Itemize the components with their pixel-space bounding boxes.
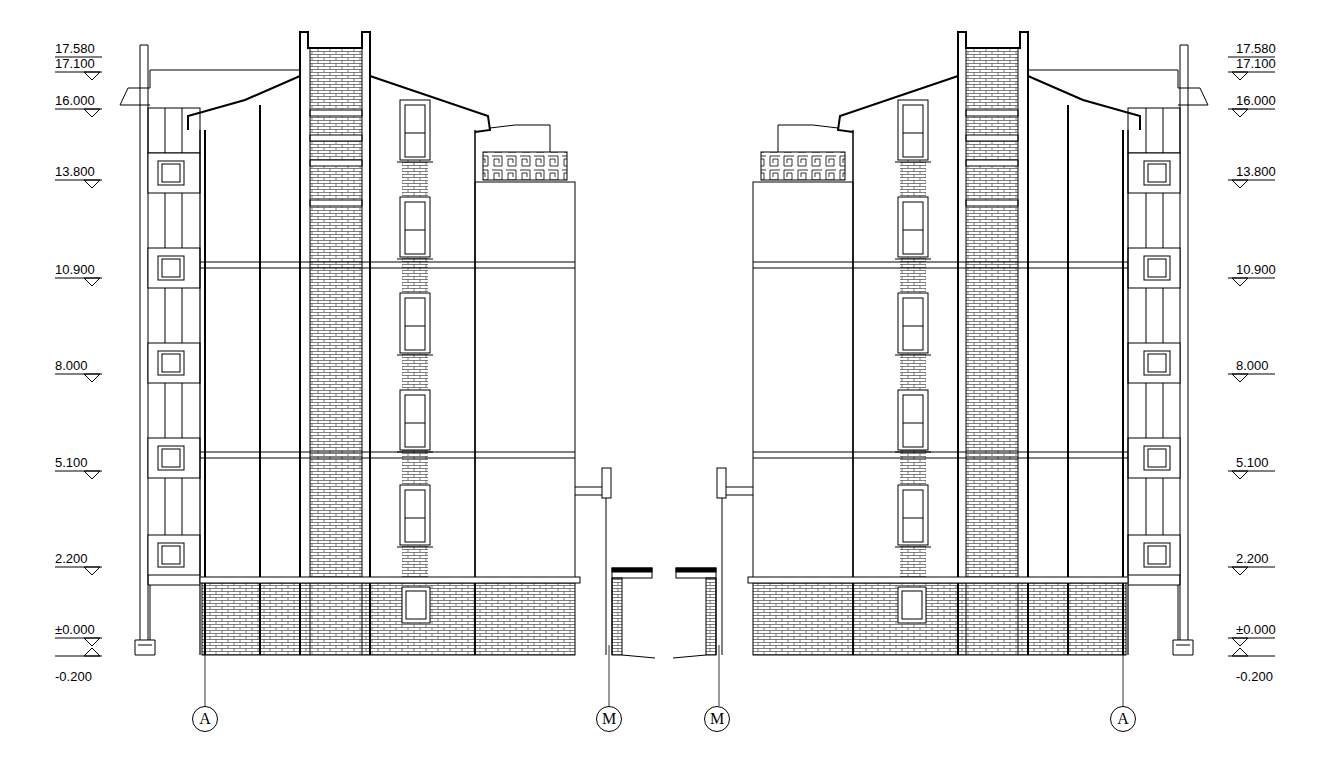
level-marks	[55, 57, 1275, 656]
level-triangle	[1232, 109, 1248, 117]
level-triangle	[1232, 638, 1248, 646]
level-triangle	[1232, 471, 1248, 479]
level-label: 10.900	[1236, 263, 1276, 277]
level-label: 2.200	[1236, 552, 1269, 566]
level-label: 2.200	[55, 552, 88, 566]
axis-bubble: M	[704, 706, 730, 732]
building-half-mirrored	[673, 32, 1208, 706]
level-line	[55, 656, 102, 657]
level-triangle	[84, 180, 100, 188]
axis-label: A	[1117, 711, 1129, 727]
level-triangle	[1232, 648, 1248, 656]
axis-label: M	[710, 711, 724, 727]
level-label: 13.800	[55, 165, 95, 179]
level-label: 13.800	[1236, 165, 1276, 179]
level-label: -0.200	[55, 670, 92, 684]
level-triangle	[1232, 374, 1248, 382]
axis-label: A	[199, 711, 211, 727]
level-label: ±0.000	[1236, 623, 1276, 637]
level-label: 8.000	[55, 359, 88, 373]
level-label: -0.200	[1236, 670, 1273, 684]
axis-bubble: A	[192, 706, 218, 732]
level-triangle	[84, 638, 100, 646]
level-triangle	[84, 109, 100, 117]
level-label: 16.000	[55, 94, 95, 108]
level-triangle	[84, 471, 100, 479]
level-label: 17.100	[55, 57, 95, 71]
level-line	[1228, 656, 1275, 657]
level-label: 5.100	[1236, 456, 1269, 470]
axis-bubble: A	[1110, 706, 1136, 732]
level-label: 8.000	[1236, 359, 1269, 373]
level-triangle	[84, 567, 100, 575]
level-triangle	[84, 72, 100, 80]
level-label: 17.580	[55, 42, 95, 56]
level-label: 10.900	[55, 263, 95, 277]
level-triangle	[1232, 567, 1248, 575]
axis-label: M	[602, 711, 616, 727]
level-triangle	[84, 374, 100, 382]
level-triangle	[1232, 72, 1248, 80]
level-label: ±0.000	[55, 623, 95, 637]
level-triangle	[1232, 278, 1248, 286]
level-label: 16.000	[1236, 94, 1276, 108]
level-triangle	[84, 278, 100, 286]
level-triangle	[1232, 180, 1248, 188]
level-label: 17.100	[1236, 57, 1276, 71]
level-label: 5.100	[55, 456, 88, 470]
building-half	[120, 32, 655, 706]
axis-bubble: M	[596, 706, 622, 732]
level-label: 17.580	[1236, 42, 1276, 56]
level-triangle	[84, 648, 100, 656]
